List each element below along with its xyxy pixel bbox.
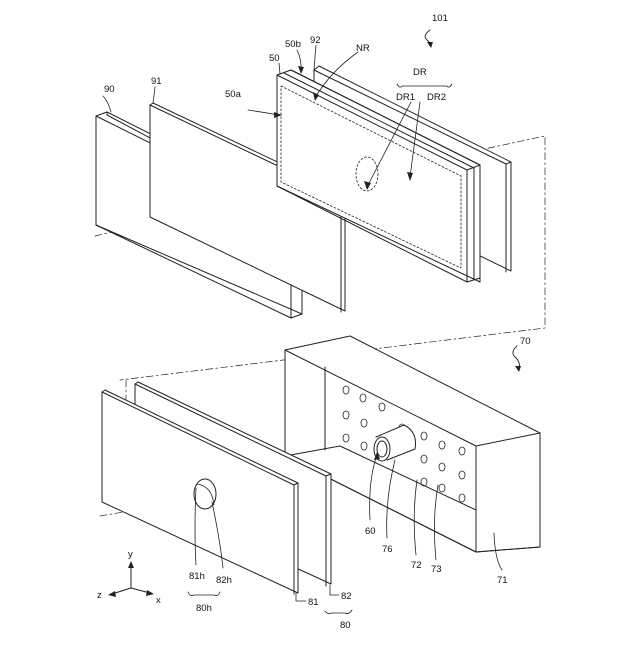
label-50b: 50b [285, 39, 301, 50]
label-50a: 50a [225, 89, 242, 100]
label-DR2: DR2 [427, 92, 446, 103]
label-82h: 82h [216, 575, 232, 586]
label-82: 82 [341, 591, 352, 602]
label-92: 92 [310, 35, 321, 46]
label-70: 70 [520, 336, 531, 347]
label-50: 50 [269, 53, 280, 64]
label-76: 76 [382, 544, 393, 555]
axis-label-x: x [156, 595, 161, 606]
label-DR1: DR1 [396, 92, 415, 103]
label-80: 80 [340, 620, 351, 631]
axis-label-y: y [128, 549, 133, 560]
label-81: 81 [308, 597, 319, 608]
label-80h: 80h [196, 603, 212, 614]
label-NR: NR [356, 43, 370, 54]
label-91: 91 [151, 76, 162, 87]
label-71: 71 [497, 575, 508, 586]
label-90: 90 [104, 84, 115, 95]
label-72: 72 [411, 560, 422, 571]
label-73: 73 [431, 564, 442, 575]
label-DR: DR [413, 67, 427, 78]
axis-indicator [108, 561, 154, 597]
label-fig-101: 101 [432, 13, 448, 24]
axis-label-z: z [97, 590, 102, 601]
label-60: 60 [365, 526, 376, 537]
label-81h: 81h [189, 571, 205, 582]
